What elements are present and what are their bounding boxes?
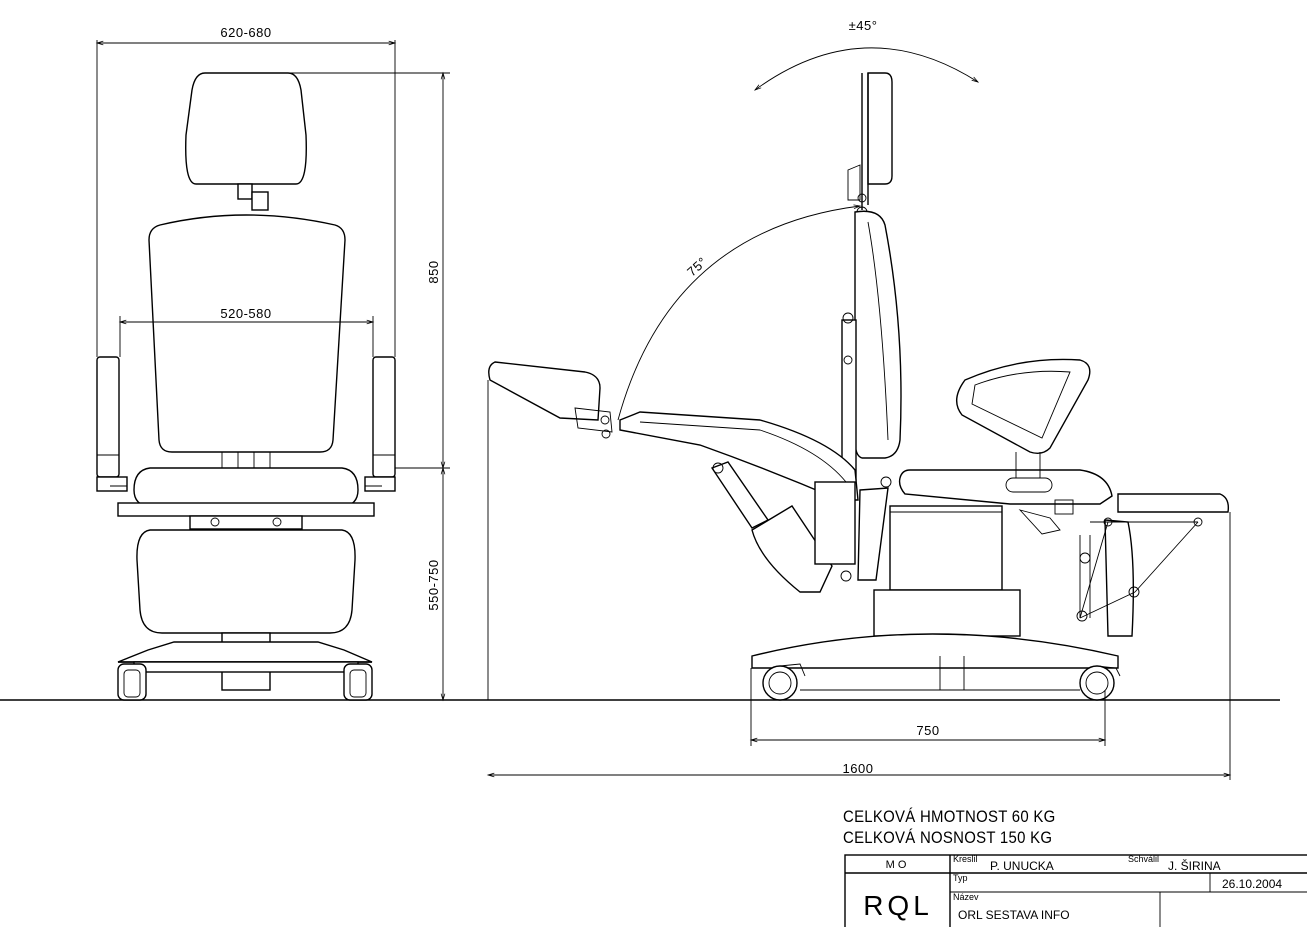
front-view xyxy=(96,72,396,701)
dim-headrest-rotation: ±45° xyxy=(849,18,878,33)
dim-width-inner: 520-580 xyxy=(220,306,271,321)
notes: CELKOVÁ HMOTNOST 60 KG CELKOVÁ NOSNOST 1… xyxy=(843,806,1056,848)
tb-logo: RQL xyxy=(863,890,933,921)
dim-width-outer: 620-680 xyxy=(220,25,271,40)
tb-name: ORL SESTAVA INFO xyxy=(958,908,1070,922)
tb-approved-label: Schválil xyxy=(1128,854,1159,864)
tb-date: 26.10.2004 xyxy=(1222,877,1282,891)
tb-drawn-by: P. UNUCKA xyxy=(990,859,1054,873)
side-view: 75° ±45° xyxy=(487,18,1230,701)
tb-name-label: Název xyxy=(953,892,979,902)
tb-approved-by: J. ŠIRINA xyxy=(1168,858,1221,873)
title-block: M O RQL Kreslil P. UNUCKA Schválil J. ŠI… xyxy=(844,854,1307,927)
dim-base-length: 750 xyxy=(916,723,939,738)
tb-type-label: Typ xyxy=(953,873,968,883)
dim-seat-height: 550-750 xyxy=(426,559,441,610)
tb-code: M O xyxy=(886,859,907,871)
dim-total-length: 1600 xyxy=(843,761,874,776)
note-weight: CELKOVÁ HMOTNOST 60 KG xyxy=(843,807,1056,826)
front-dimensions: 620-680 520-580 850 550-750 xyxy=(95,25,450,702)
side-dimensions: 750 1600 xyxy=(486,512,1232,780)
dim-backrest-tilt: 75° xyxy=(684,254,710,279)
note-capacity: CELKOVÁ NOSNOST 150 KG xyxy=(843,828,1053,847)
tb-drawn-label: Kreslil xyxy=(953,854,978,864)
dim-backrest-height: 850 xyxy=(426,260,441,283)
